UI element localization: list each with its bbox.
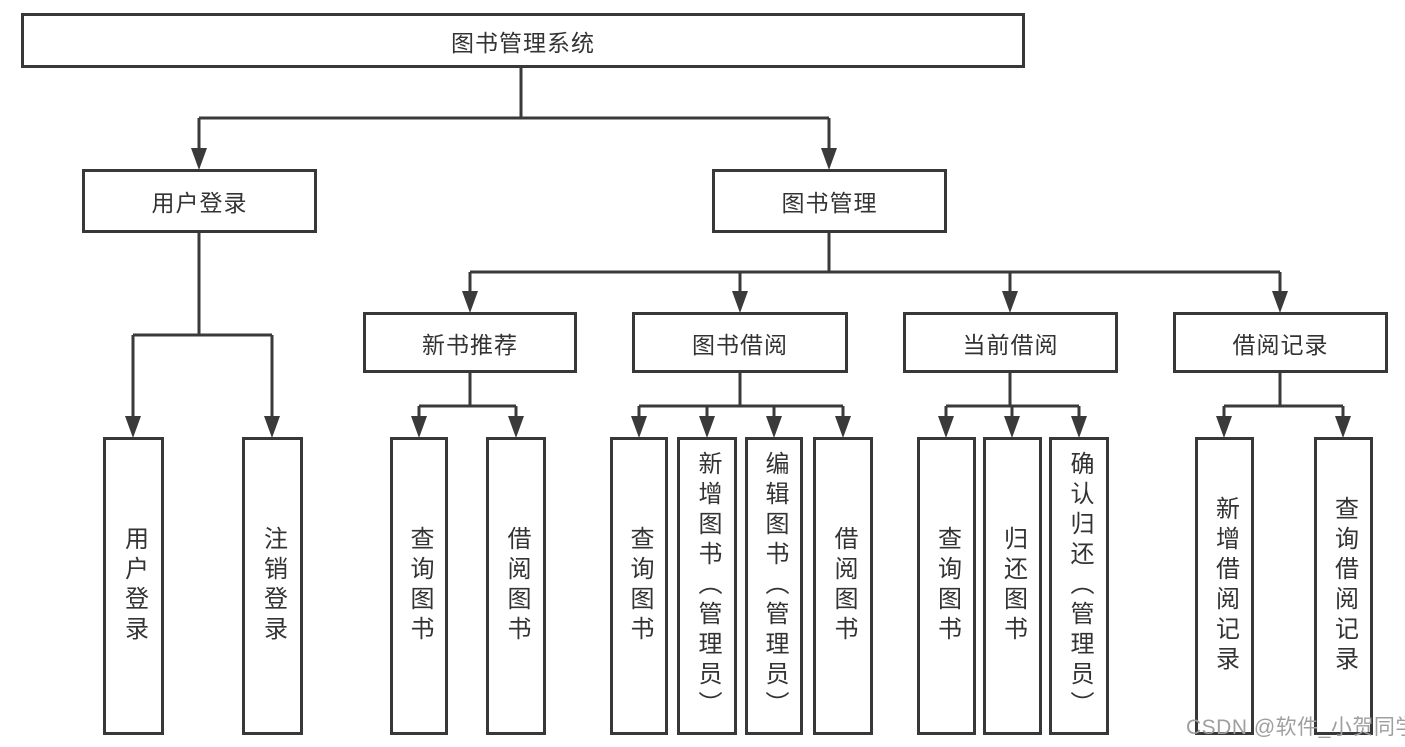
- leaf-newbook-borrow-books: 借阅图书: [486, 437, 546, 735]
- node-user-login-module: 用户登录: [82, 169, 317, 233]
- leaf-records-add-record: 新增借阅记录: [1195, 437, 1254, 735]
- node-new-book-recommendation: 新书推荐: [363, 312, 577, 373]
- node-borrowing-records: 借阅记录: [1173, 312, 1388, 373]
- leaf-borrowing-query-books: 查询图书: [610, 437, 668, 735]
- csdn-watermark: CSDN @软件_小贺同学: [1186, 716, 1405, 739]
- connector-lines: [131, 68, 1345, 420]
- node-library-management-system: 图书管理系统: [21, 13, 1025, 68]
- leaf-current-confirm-return-admin: 确认归还（管理员）: [1049, 437, 1109, 735]
- leaf-logout-login: 注销登录: [242, 437, 303, 735]
- leaf-current-query-books: 查询图书: [917, 437, 976, 735]
- node-book-borrowing: 图书借阅: [632, 312, 848, 373]
- leaf-current-return-books: 归还图书: [983, 437, 1042, 735]
- leaf-newbook-query-books: 查询图书: [390, 437, 448, 735]
- leaf-borrowing-add-books-admin: 新增图书（管理员）: [677, 437, 737, 735]
- leaf-records-query-record: 查询借阅记录: [1314, 437, 1373, 735]
- leaf-borrowing-edit-books-admin: 编辑图书（管理员）: [745, 437, 803, 735]
- arrowhead-icons: [125, 148, 1351, 438]
- node-current-borrowing: 当前借阅: [903, 312, 1118, 373]
- node-book-management-module: 图书管理: [712, 169, 947, 233]
- leaf-user-login: 用户登录: [103, 437, 164, 735]
- leaf-borrowing-borrow-books: 借阅图书: [813, 437, 873, 735]
